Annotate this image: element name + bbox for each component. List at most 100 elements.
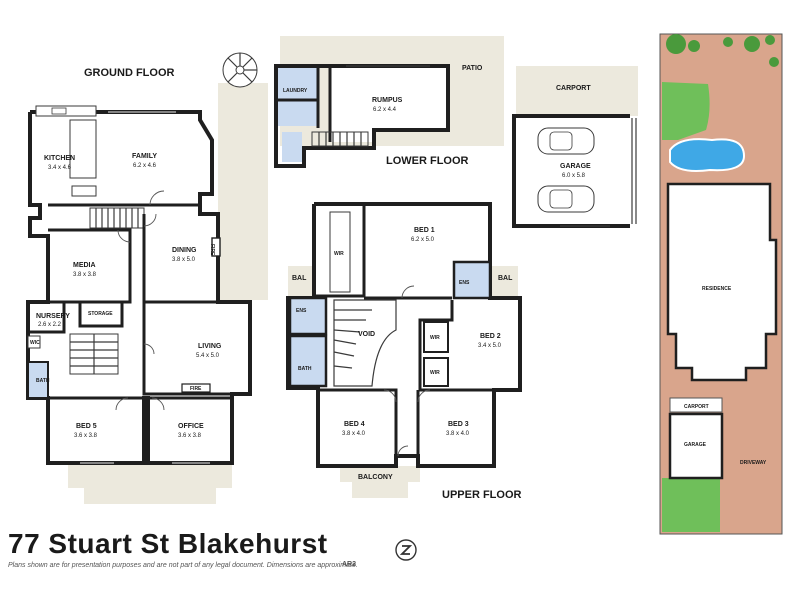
bed4-north-wall xyxy=(318,388,398,466)
rumpus-label: RUMPUS xyxy=(372,97,403,104)
nursery-walls xyxy=(28,302,66,334)
ground-bath xyxy=(27,361,49,399)
rumpus-walls xyxy=(274,64,450,168)
ground-floor-label: GROUND FLOOR xyxy=(84,67,174,79)
bed3-dim: 3.8 x 4.0 xyxy=(446,431,470,437)
lower-floor-label: LOWER FLOOR xyxy=(386,155,469,167)
upper-bath xyxy=(288,334,328,388)
door-dining xyxy=(143,213,157,227)
void-label: VOID xyxy=(358,331,375,338)
lawn-lower xyxy=(662,478,720,532)
upper-bath-label: BATH xyxy=(298,366,312,372)
door-living xyxy=(143,343,155,355)
balcony-area xyxy=(340,466,420,498)
driveway-label: DRIVEWAY xyxy=(740,460,767,466)
patio-label: PATIO xyxy=(462,65,483,72)
kitchen-island xyxy=(69,119,97,179)
living-label: LIVING xyxy=(198,343,222,350)
lawn-upper xyxy=(662,82,710,140)
door-balcony xyxy=(397,445,409,457)
void-stair xyxy=(333,299,397,387)
office-label: OFFICE xyxy=(178,423,204,430)
wir-label: WIR xyxy=(334,251,344,257)
wir-walls xyxy=(314,204,366,298)
lower-wc xyxy=(282,132,302,162)
bed3-label: BED 3 xyxy=(448,421,469,428)
kitchen-label: KITCHEN xyxy=(44,155,75,162)
rumpus-floor xyxy=(330,66,448,142)
upper-floor-label: UPPER FLOOR xyxy=(442,489,522,501)
wir2-box xyxy=(423,321,449,353)
office-dim: 3.6 x 3.8 xyxy=(178,433,202,439)
ground-bath-label: BATH xyxy=(36,378,50,384)
living-walls xyxy=(142,302,232,396)
family-label: FAMILY xyxy=(132,153,157,160)
ground-stairs-bottom xyxy=(69,333,119,375)
family-dim: 6.2 x 4.6 xyxy=(133,163,157,169)
nursery-label: NURSERY xyxy=(36,313,70,320)
door-bed4 xyxy=(383,389,397,403)
garage-dim: 6.0 x 5.8 xyxy=(562,173,586,179)
site-garage-label: GARAGE xyxy=(684,442,707,448)
dining-label: DINING xyxy=(172,247,197,254)
laundry-room xyxy=(278,68,318,126)
bal-left-label: BAL xyxy=(292,275,307,282)
garage-label: GARAGE xyxy=(560,163,591,170)
wir3-box xyxy=(423,357,449,387)
carport-garage: CARPORT GARAGE 6.0 x 5.8 xyxy=(512,66,638,228)
nursery-dim: 2.6 x 2.2 xyxy=(38,322,62,328)
bal-right-label: BAL xyxy=(498,275,513,282)
void-stair-treads xyxy=(333,309,372,369)
trees xyxy=(666,34,779,67)
bed1-label: BED 1 xyxy=(414,227,435,234)
carport-area xyxy=(516,66,638,116)
door-media xyxy=(117,229,131,243)
bed4-dim: 3.8 x 4.0 xyxy=(342,431,366,437)
property-address: 77 Stuart St Blakehurst xyxy=(8,528,328,559)
disclaimer-text: Plans shown are for presentation purpose… xyxy=(8,562,358,569)
door-bed5 xyxy=(115,397,129,411)
spiral-stair xyxy=(222,52,258,88)
ground-floor: GROUND FLOOR xyxy=(26,52,268,504)
wir-inner xyxy=(329,211,351,293)
media-walls xyxy=(48,228,132,304)
door-bed3 xyxy=(417,389,431,403)
bed2-west-wall xyxy=(418,300,494,392)
kitchen-dim: 3.4 x 4.6 xyxy=(48,165,72,171)
site-carport-label: CARPORT xyxy=(684,404,709,410)
residence-outline xyxy=(666,182,778,382)
wir2-label: WIR xyxy=(430,335,440,341)
site-carport xyxy=(669,397,723,413)
bed2-label: BED 2 xyxy=(480,333,501,340)
ensuite-right xyxy=(452,260,492,300)
north-compass-icon xyxy=(395,539,417,561)
ground-terrace-right xyxy=(218,83,268,300)
balcony-label: BALCONY xyxy=(358,474,393,481)
fire-box xyxy=(211,237,221,257)
wic-label: WIC xyxy=(30,340,40,346)
laundry-label: LAUNDRY xyxy=(283,88,308,94)
bed2-dim: 3.4 x 5.0 xyxy=(478,343,502,349)
bal-right-area xyxy=(492,266,518,296)
bal-left-area xyxy=(288,266,314,296)
ground-wic xyxy=(27,335,41,349)
pool xyxy=(669,138,746,172)
site-plan: RESIDENCE CARPORT GARAGE DRIVEWAY xyxy=(659,33,783,535)
agency-mark: AR2 xyxy=(342,561,357,568)
car-top xyxy=(537,127,595,155)
bed5-dim: 3.6 x 3.8 xyxy=(74,433,98,439)
lower-floor: PATIO LAUNDRY RUMPUS 6.2 x 4.4 LOWER FLO… xyxy=(274,36,504,168)
kitchen-cooktop xyxy=(71,185,97,197)
door-bed1 xyxy=(401,285,415,299)
media-label: MEDIA xyxy=(73,262,96,269)
ens-right-label: ENS xyxy=(459,280,470,286)
ensuite-left xyxy=(288,296,328,336)
fire-label: FIRE xyxy=(209,244,215,256)
lower-stairs xyxy=(311,131,369,147)
media-dim: 3.8 x 3.8 xyxy=(73,272,97,278)
rumpus-dim: 6.2 x 4.4 xyxy=(373,107,397,113)
storage-walls xyxy=(78,302,124,328)
ens-left-label: ENS xyxy=(296,308,307,314)
ground-terrace-bottom xyxy=(68,463,232,504)
